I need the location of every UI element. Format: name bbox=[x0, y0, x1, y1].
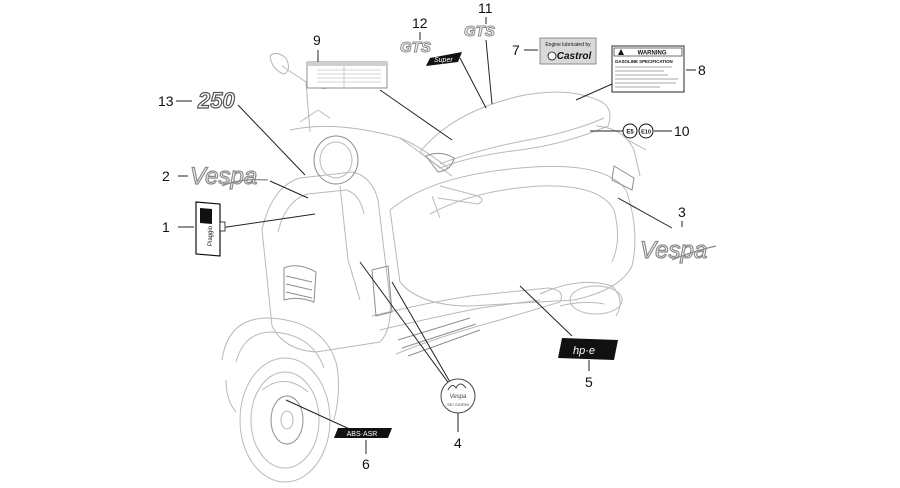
badge-e10: E10 bbox=[641, 130, 651, 136]
sei-giorni-round-decal: Vespa SEI GIORNI bbox=[440, 378, 476, 414]
leader-lines bbox=[176, 17, 696, 454]
super-label: Super bbox=[434, 57, 453, 64]
castrol-brand: Castrol bbox=[557, 51, 592, 62]
vespa-logo-decal-right: Vespa bbox=[639, 236, 717, 265]
callout-11: 11 bbox=[478, 0, 493, 16]
spec-sticker-decal bbox=[306, 61, 388, 89]
callout-4: 4 bbox=[454, 435, 462, 451]
gts-label-11: GTS bbox=[464, 23, 495, 40]
piaggio-badge-decal: Piaggio bbox=[195, 201, 226, 257]
warning-title: WARNING bbox=[638, 51, 667, 57]
callout-7: 7 bbox=[512, 42, 520, 58]
callout-10: 10 bbox=[674, 123, 690, 139]
castrol-sticker-decal: Engine lubricated by Castrol bbox=[539, 37, 597, 65]
callout-6: 6 bbox=[362, 456, 370, 472]
vespa-script-left: Vespa bbox=[190, 163, 257, 190]
callout-9: 9 bbox=[313, 32, 321, 48]
callout-13: 13 bbox=[158, 93, 174, 109]
gts-super-decal: GTS Super bbox=[400, 39, 462, 66]
callout-1: 1 bbox=[162, 219, 170, 235]
callout-3: 3 bbox=[678, 204, 686, 220]
hpe-decal: hp·e bbox=[558, 338, 618, 360]
fuel-badges-decal: E5 E10 bbox=[622, 123, 654, 139]
hpe-label: hp·e bbox=[573, 345, 595, 357]
callout-8: 8 bbox=[698, 62, 706, 78]
250-label: 250 bbox=[197, 88, 235, 113]
sei-giorni-vespa: Vespa bbox=[450, 394, 467, 400]
warning-heading: GASOLINE SPECIFICATION bbox=[615, 59, 673, 64]
badge-e5: E5 bbox=[626, 130, 634, 136]
abs-asr-decal: ABS·ASR bbox=[334, 428, 392, 438]
scooter-outline bbox=[221, 52, 647, 483]
castrol-line1: Engine lubricated by bbox=[545, 42, 591, 48]
250-emblem-decal: 250 bbox=[196, 87, 236, 113]
abs-asr-label: ABS·ASR bbox=[347, 431, 378, 438]
gts-decal: GTS bbox=[464, 23, 496, 41]
callout-2: 2 bbox=[162, 168, 170, 184]
vespa-logo-decal-left: Vespa bbox=[189, 162, 269, 191]
warning-sticker-decal: WARNING GASOLINE SPECIFICATION bbox=[611, 45, 685, 93]
callout-numbers: 1 2 3 4 5 6 7 8 9 10 11 12 13 bbox=[158, 0, 706, 472]
sei-giorni-label: SEI GIORNI bbox=[447, 402, 469, 407]
piaggio-label: Piaggio bbox=[208, 225, 214, 246]
callout-5: 5 bbox=[585, 374, 593, 390]
callout-12: 12 bbox=[412, 15, 428, 31]
gts-label-12: GTS bbox=[400, 39, 431, 56]
